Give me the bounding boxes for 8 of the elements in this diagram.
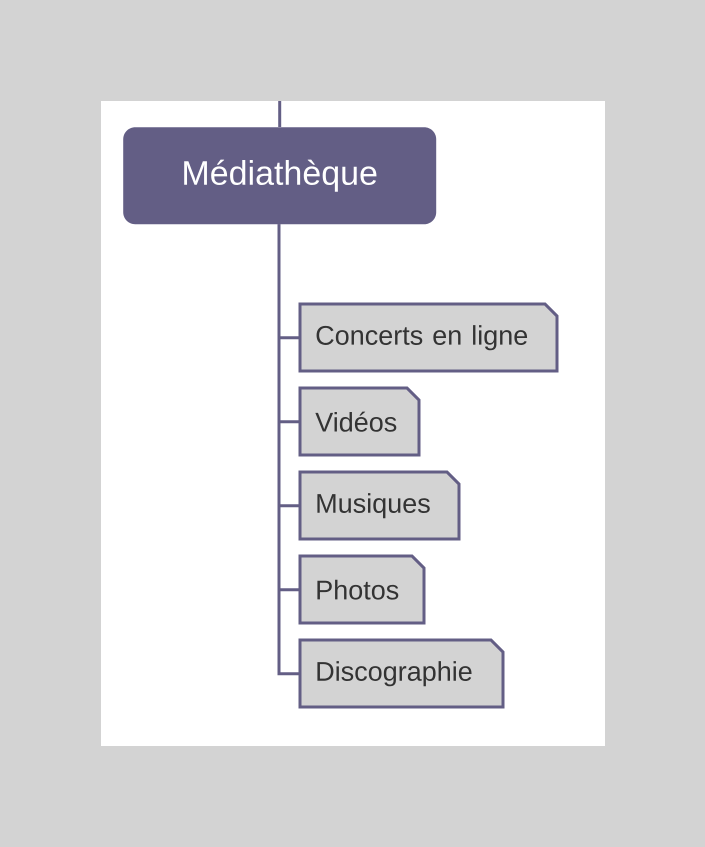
folded-note-box: Photos — [298, 554, 426, 624]
title-box: Médiathèque — [123, 127, 436, 224]
folded-note-box: Vidéos — [298, 386, 420, 456]
connector-line — [278, 101, 282, 127]
folded-note-box: Concerts en ligne — [298, 302, 558, 372]
folded-note-box: Musiques — [298, 470, 460, 540]
folded-note-box: Discographie — [298, 638, 504, 708]
connector-line — [278, 224, 300, 676]
